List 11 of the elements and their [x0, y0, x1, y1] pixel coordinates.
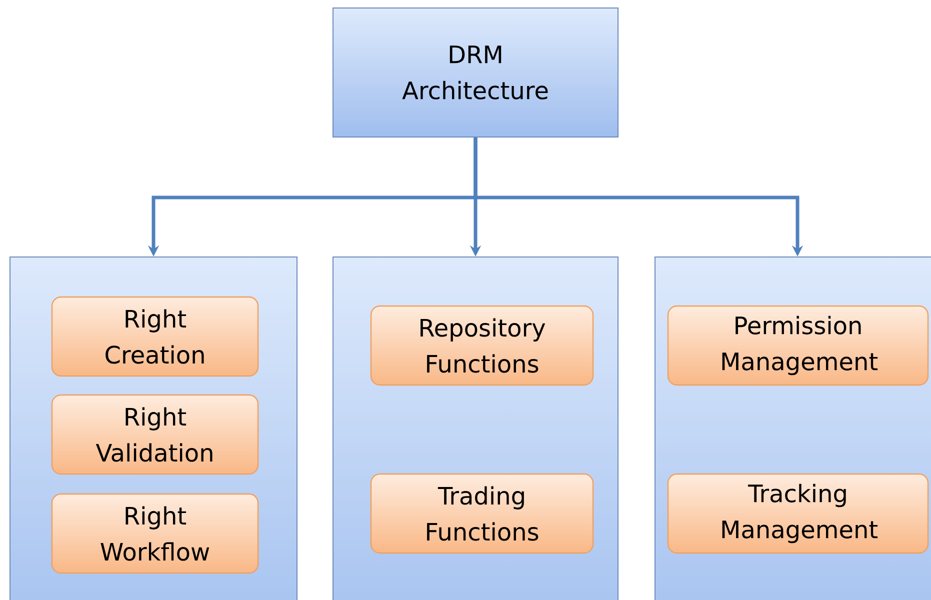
label-box: Permission Management	[667, 305, 929, 386]
label-box: Tracking Management	[667, 473, 929, 554]
label-box: Trading Functions	[370, 473, 594, 554]
label-box: Repository Functions	[370, 305, 594, 386]
label-box: Right Creation	[51, 296, 259, 377]
column-panel	[332, 256, 618, 600]
title-box: DRM Architecture	[332, 8, 618, 138]
label-box: Right Validation	[51, 394, 259, 475]
label-box: Right Workflow	[51, 493, 259, 574]
column-panel	[654, 256, 931, 600]
column-panel	[10, 256, 298, 600]
